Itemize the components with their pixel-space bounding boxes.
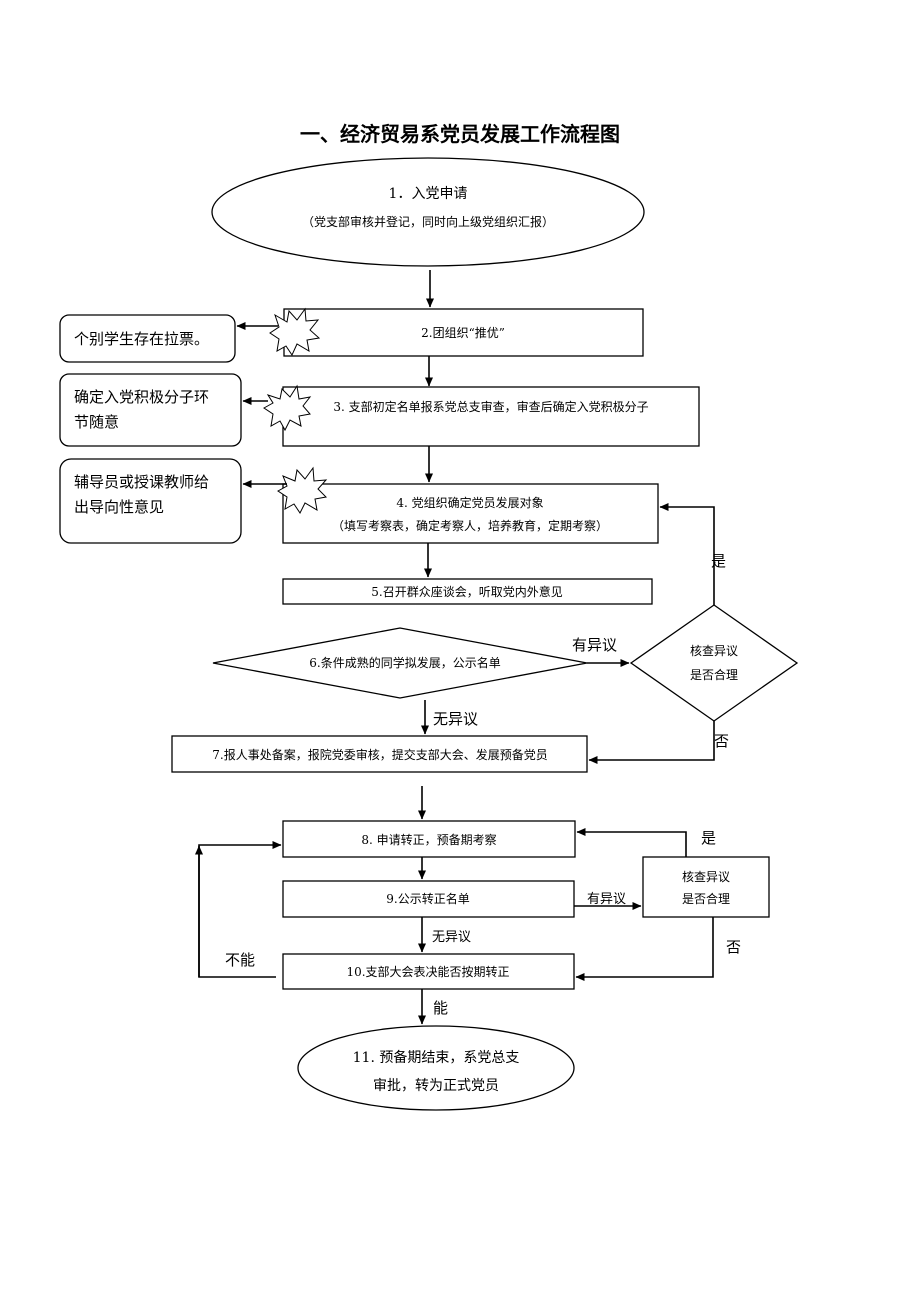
node-recommend-box xyxy=(283,308,644,357)
node-development-box xyxy=(282,483,659,544)
node-apply-ellipse xyxy=(211,157,645,267)
check-objection-2-line2: 是否合理 xyxy=(682,891,730,906)
arrow-no-to-7 xyxy=(588,721,715,764)
node-probation-label: 8. 申请转正，预备期考察 xyxy=(361,832,496,847)
note-arbitrary-box xyxy=(59,373,242,447)
node-activist-label: 3. 支部初定名单报系党总支审查，审查后确定入党积极分子 xyxy=(333,399,648,414)
node-final-line1: 11. 预备期结束，系党总支 xyxy=(353,1049,520,1066)
label-no-objection-1: 无异议 xyxy=(433,710,478,728)
node-forum-box xyxy=(282,578,653,605)
label-can: 能 xyxy=(433,999,448,1017)
node-report-box xyxy=(171,735,588,773)
note-arbitrary-line1: 确定入党积极分子环 xyxy=(74,388,209,406)
risk-burst-icon-2 xyxy=(263,384,312,432)
check-objection-diamond-1 xyxy=(629,604,799,722)
arrow-yes-back-to-4 xyxy=(659,503,715,605)
label-no-objection-2: 无异议 xyxy=(432,930,471,945)
node-final-line2: 审批，转为正式党员 xyxy=(373,1078,499,1094)
node-report-label: 7.报人事处备案，报院党委审核，提交支部大会、发展预备党员 xyxy=(212,747,547,762)
node-development-title: 4. 党组织确定党员发展对象 xyxy=(396,495,543,510)
note-vote-buying-box xyxy=(59,314,236,363)
node-final-ellipse xyxy=(297,1025,575,1111)
node-publicize-label: 6.条件成熟的同学拟发展，公示名单 xyxy=(309,655,500,670)
check-objection-1-line2: 是否合理 xyxy=(690,667,738,682)
node-publicize-regular-label: 9.公示转正名单 xyxy=(386,891,469,906)
note-guidance-box xyxy=(59,458,242,544)
label-yes-2: 是 xyxy=(701,829,716,847)
node-vote-label: 10.支部大会表决能否按期转正 xyxy=(346,964,509,979)
node-recommend-label: 2.团组织“推优” xyxy=(421,326,505,340)
node-probation-box xyxy=(282,820,576,858)
node-forum-label: 5.召开群众座谈会，听取党内外意见 xyxy=(371,584,562,599)
arrow-yes-back-to-8 xyxy=(576,828,687,857)
node-activist-box xyxy=(282,386,700,447)
node-apply-title: 1．入党申请 xyxy=(389,186,468,202)
check-objection-box-2 xyxy=(642,856,770,918)
node-development-subtitle: （填写考察表，确定考察人，培养教育，定期考察） xyxy=(332,518,608,533)
label-cannot: 不能 xyxy=(225,951,255,969)
node-apply-subtitle: （党支部审核并登记，同时向上级党组织汇报） xyxy=(302,214,554,229)
note-guidance-line2: 出导向性意见 xyxy=(74,498,164,516)
label-yes-1: 是 xyxy=(711,552,726,570)
label-objection-2: 有异议 xyxy=(587,892,626,907)
check-objection-2-line1: 核查异议 xyxy=(682,870,730,884)
arrow-no-to-10 xyxy=(575,917,714,981)
node-vote-box xyxy=(282,953,575,990)
label-no-1: 否 xyxy=(714,732,729,750)
node-publicize-regular-box xyxy=(282,880,575,918)
note-arbitrary-line2: 节随意 xyxy=(74,413,119,431)
check-objection-1-line1: 核查异议 xyxy=(690,644,738,658)
label-no-2: 否 xyxy=(726,938,741,956)
note-guidance-line1: 辅导员或授课教师给 xyxy=(74,473,209,491)
page-title: 一、经济贸易系党员发展工作流程图 xyxy=(300,122,620,146)
risk-burst-icon-3 xyxy=(277,466,328,514)
note-vote-buying-label: 个别学生存在拉票。 xyxy=(74,330,209,348)
label-objection-1: 有异议 xyxy=(572,636,617,654)
risk-burst-icon-1 xyxy=(269,307,321,357)
